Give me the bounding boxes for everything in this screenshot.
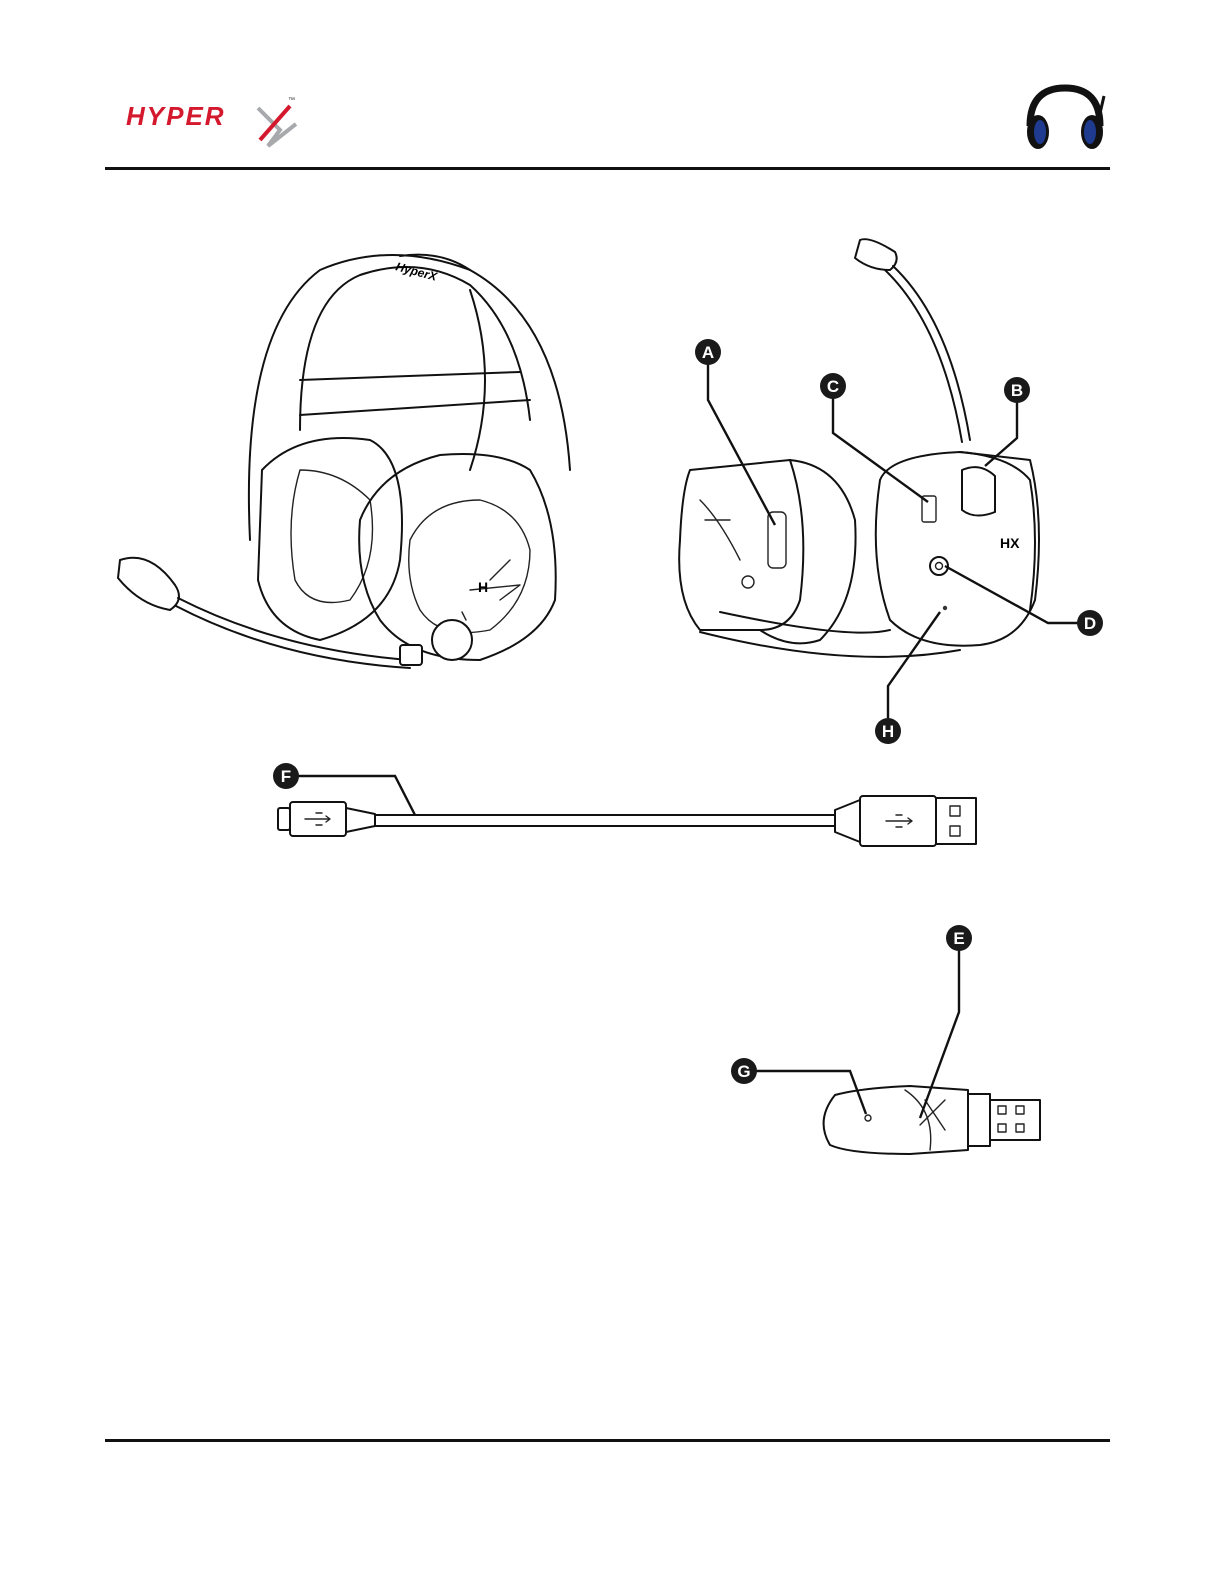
callout-d: D [1077, 610, 1103, 636]
svg-text:HX: HX [1000, 535, 1020, 551]
callout-a: A [695, 339, 721, 365]
callout-d-leader [945, 566, 1078, 623]
callout-h-leader [888, 612, 940, 718]
usb-wireless-adapter [824, 1086, 1040, 1154]
callout-a-leader [708, 364, 775, 525]
svg-text:G: G [737, 1062, 750, 1081]
svg-text:D: D [1084, 614, 1096, 633]
headset-front-view: HyperX H [118, 255, 570, 668]
svg-text:F: F [281, 767, 291, 786]
callout-c-leader [833, 398, 928, 502]
usb-charging-cable [278, 796, 976, 846]
callout-g: G [731, 1058, 757, 1084]
svg-text:B: B [1011, 381, 1023, 400]
svg-text:H: H [882, 722, 894, 741]
callout-f: F [273, 763, 299, 789]
svg-text:A: A [702, 343, 714, 362]
svg-text:H: H [478, 579, 488, 595]
callout-b: B [1004, 377, 1030, 403]
svg-text:E: E [953, 929, 964, 948]
callout-c: C [820, 373, 846, 399]
callout-h: H [875, 718, 901, 744]
svg-text:C: C [827, 377, 839, 396]
svg-text:HyperX: HyperX [394, 259, 439, 284]
callout-e: E [946, 925, 972, 951]
